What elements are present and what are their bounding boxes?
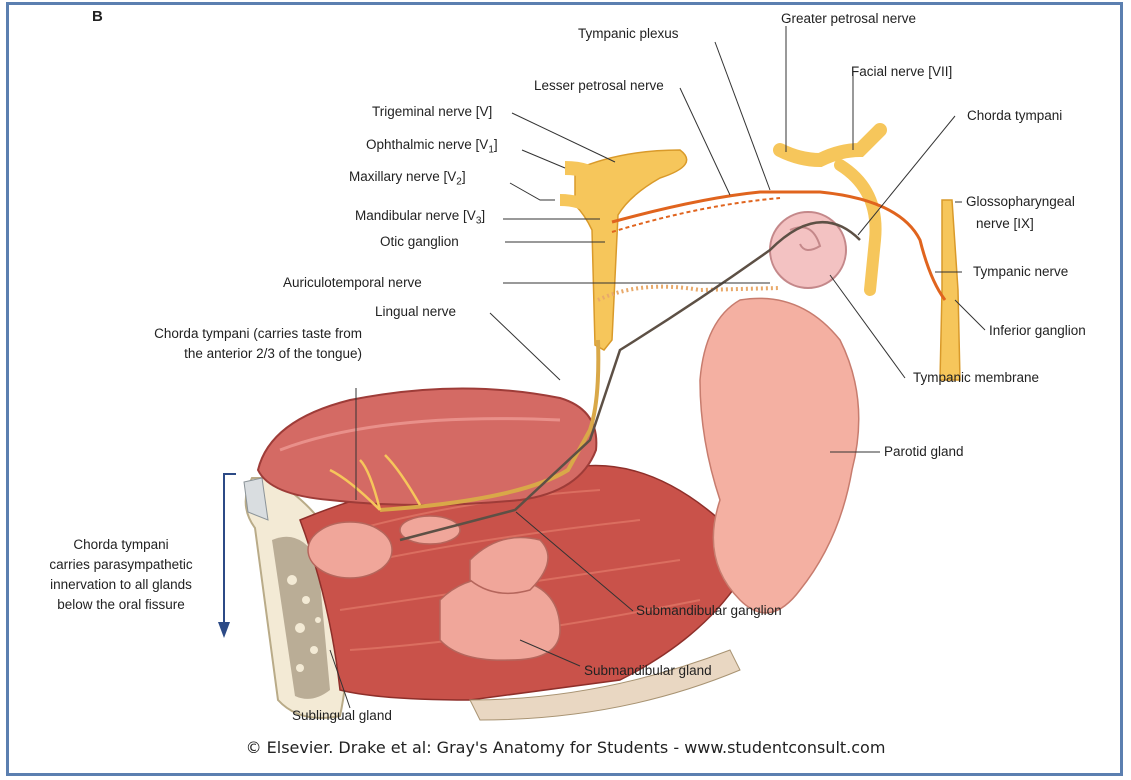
label-tympanic-nerve: Tympanic nerve (973, 264, 1068, 280)
label-tympanic-membrane: Tympanic membrane (913, 370, 1039, 386)
parotid-gland-shape (700, 298, 859, 613)
label-chorda-tympani-top: Chorda tympani (967, 108, 1062, 124)
label-submandibular-gland: Submandibular gland (584, 663, 712, 679)
copyright-credit: © Elsevier. Drake et al: Gray's Anatomy … (0, 738, 1131, 757)
label-chorda-taste-line1: Chorda tympani (carries taste from (74, 326, 362, 342)
tongue (258, 388, 596, 505)
label-trigeminal-nerve: Trigeminal nerve [V] (372, 104, 492, 120)
label-mandibular-nerve: Mandibular nerve [V3] (355, 208, 485, 224)
panel-letter: B (92, 8, 103, 25)
label-chorda-taste-line2: the anterior 2/3 of the tongue) (74, 346, 362, 362)
label-sublingual-gland: Sublingual gland (292, 708, 392, 724)
label-otic-ganglion: Otic ganglion (380, 234, 459, 250)
glossopharyngeal-nerve-shape (940, 200, 960, 380)
label-tympanic-plexus: Tympanic plexus (578, 26, 679, 42)
label-lesser-petrosal-nerve: Lesser petrosal nerve (534, 78, 664, 94)
label-inferior-ganglion: Inferior ganglion (989, 323, 1086, 339)
label-submandibular-ganglion: Submandibular ganglion (636, 603, 782, 619)
label-greater-petrosal-nerve: Greater petrosal nerve (781, 11, 916, 27)
label-chorda-para-line1: Chorda tympani (22, 537, 220, 553)
label-parotid-gland: Parotid gland (884, 444, 964, 460)
label-glossopharyngeal-line1: Glossopharyngeal (966, 194, 1075, 210)
label-maxillary-nerve: Maxillary nerve [V2] (349, 169, 466, 185)
label-chorda-para-line2: carries parasympathetic (22, 557, 220, 573)
label-glossopharyngeal-line2: nerve [IX] (976, 216, 1034, 232)
label-facial-nerve: Facial nerve [VII] (851, 64, 952, 80)
label-ophthalmic-nerve: Ophthalmic nerve [V1] (366, 137, 498, 153)
label-lingual-nerve: Lingual nerve (375, 304, 456, 320)
label-chorda-para-line3: innervation to all glands (22, 577, 220, 593)
label-auriculotemporal-nerve: Auriculotemporal nerve (283, 275, 422, 291)
downward-arrow (218, 474, 236, 638)
label-chorda-para-line4: below the oral fissure (22, 597, 220, 613)
